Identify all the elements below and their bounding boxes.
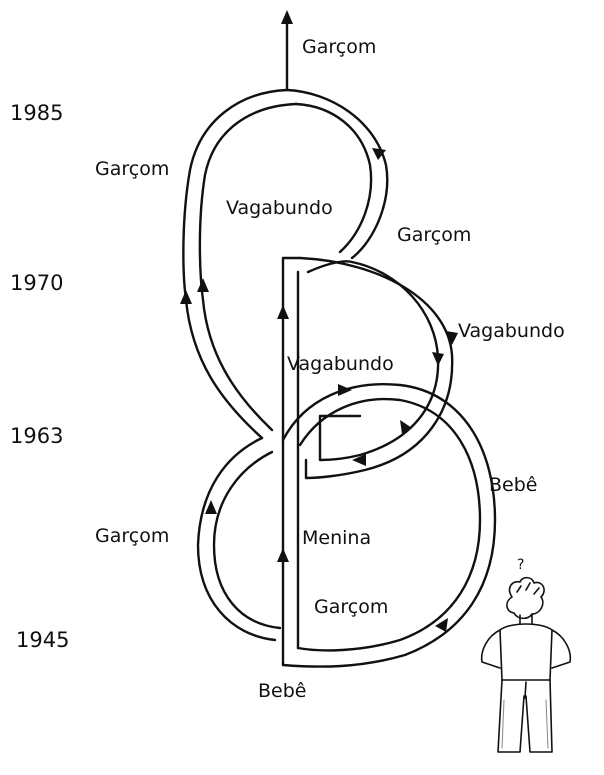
right-arm: [552, 630, 570, 668]
arrow-down-inner-middle: [432, 352, 444, 366]
arrow-up-exit: [281, 10, 293, 24]
hair-strands: [517, 583, 539, 594]
label-bebe-right: Bebê: [489, 474, 537, 496]
arrow-up-center-lower: [277, 548, 289, 562]
label-garcom-left-upper: Garçom: [95, 158, 169, 180]
timeline-lines: [183, 18, 495, 667]
year-1963: 1963: [10, 424, 63, 448]
upper-loop-right-outer: [287, 90, 387, 258]
hair: [507, 578, 544, 619]
label-garcom-top: Garçom: [302, 36, 376, 58]
left-lower-loop-inner: [214, 452, 280, 628]
leg-split: [525, 682, 526, 698]
label-vagabundo-right: Vagabundo: [458, 320, 565, 342]
year-1945: 1945: [16, 628, 69, 652]
upper-loop-right-inner: [296, 104, 371, 252]
arrow-up-left-outer: [180, 290, 192, 304]
upper-loop-inner: [200, 104, 296, 430]
year-1985: 1985: [10, 101, 63, 125]
label-garcom-left-lower: Garçom: [95, 525, 169, 547]
label-garcom-right: Garçom: [397, 224, 471, 246]
label-vagabundo-upper: Vagabundo: [226, 197, 333, 219]
label-menina: Menina: [302, 527, 371, 549]
label-garcom-bottom: Garçom: [314, 596, 388, 618]
arrow-up-center: [277, 305, 289, 319]
arrow-up-left-inner: [197, 278, 209, 292]
label-vagabundo-inner: Vagabundo: [287, 353, 394, 375]
torso: [500, 624, 552, 680]
confused-person-icon: ?: [482, 557, 571, 752]
arrow-up-left-lower: [205, 500, 217, 514]
arrow-right-lower-top: [338, 384, 352, 396]
leg-shading: [502, 700, 548, 748]
year-1970: 1970: [10, 271, 63, 295]
question-mark: ?: [517, 557, 524, 573]
left-arm: [482, 630, 500, 668]
label-bebe-bottom: Bebê: [258, 680, 306, 702]
